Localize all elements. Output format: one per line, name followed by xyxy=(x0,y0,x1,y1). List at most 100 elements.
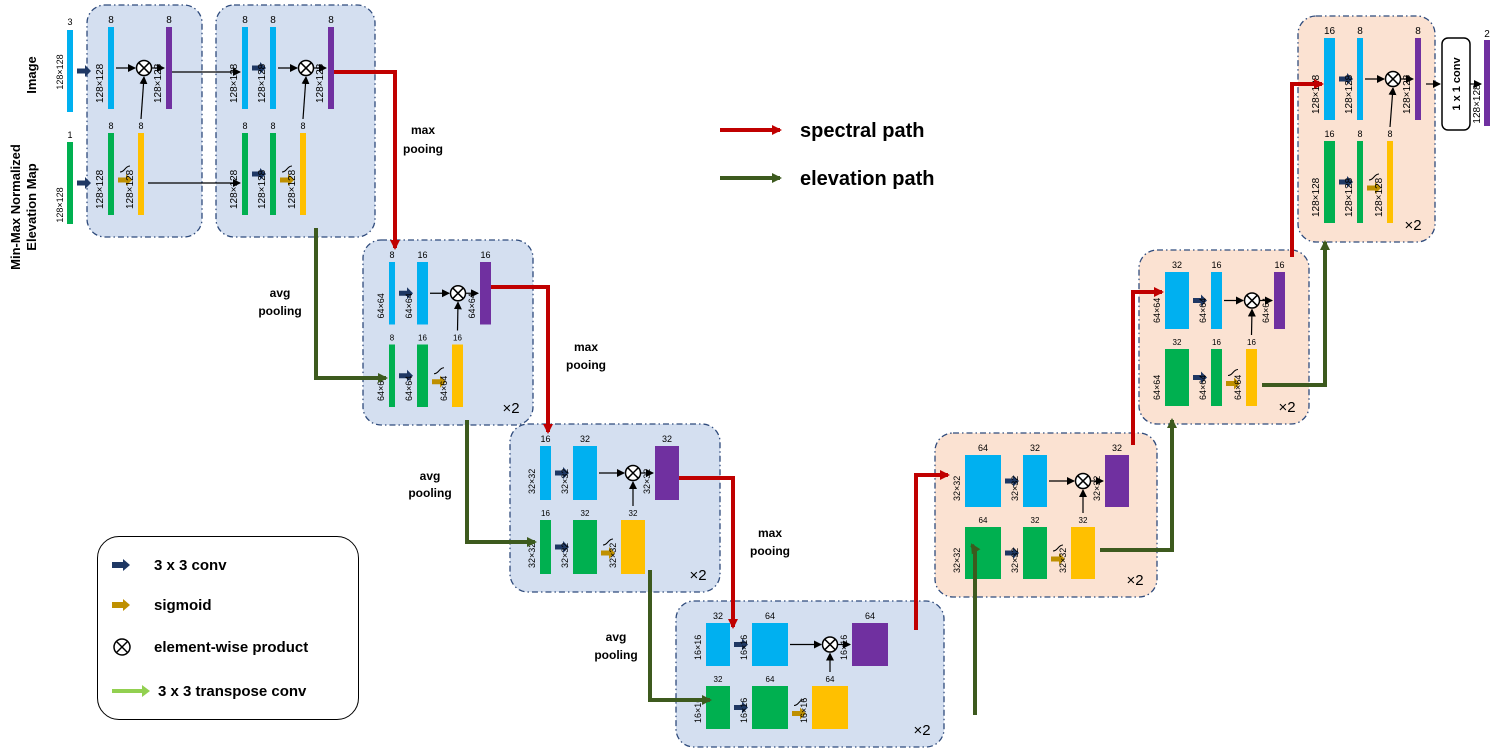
output-channels: 8 xyxy=(328,15,334,26)
image-in-bar xyxy=(1165,272,1189,329)
product-icon xyxy=(1243,292,1261,309)
paths-layer xyxy=(148,68,1330,715)
product-icon-line-b xyxy=(1077,475,1089,487)
blocks-layer: 3128×1281128×1288128×1288128×1288128×128… xyxy=(55,4,1436,748)
max-pooling-label-1b: pooing xyxy=(403,142,443,156)
product-icon xyxy=(449,285,467,302)
sigmoid-bar xyxy=(1387,141,1393,223)
image-conv-arrow xyxy=(1193,294,1207,307)
legend-sigmoid-label: sigmoid xyxy=(154,596,212,614)
output-channels: 32 xyxy=(662,434,672,444)
sigmoid-curve-icon xyxy=(281,165,293,173)
sigmoid-channels: 8 xyxy=(300,121,305,131)
output-size: 128×128 xyxy=(1402,74,1413,114)
image-in-size: 32×32 xyxy=(527,469,537,494)
legend-conv-label: 3 x 3 conv xyxy=(154,556,227,574)
spectral-path-4 xyxy=(914,470,950,630)
elevation-path-4 xyxy=(970,543,981,715)
elev-in-channels: 8 xyxy=(390,334,395,343)
sigmoid-channels: 64 xyxy=(826,675,835,684)
elev-feature-size: 128×128 xyxy=(257,169,268,209)
block-bg xyxy=(86,4,203,238)
elev-feature-channels: 32 xyxy=(581,509,590,518)
image-feature-bar xyxy=(417,262,428,325)
repeat-label: ×2 xyxy=(502,400,519,417)
elev-feature-channels: 64 xyxy=(766,675,775,684)
image-feature-bar xyxy=(1357,38,1363,120)
image-feature-size: 64×64 xyxy=(404,293,414,318)
sigmoid-size: 64×64 xyxy=(1233,375,1243,400)
image-in-bar xyxy=(540,446,551,500)
image-in-size: 128×128 xyxy=(1311,74,1322,114)
image-feature-channels: 64 xyxy=(765,611,775,621)
elev-feature-bar xyxy=(1357,141,1363,223)
sigmoid-arrow xyxy=(280,174,294,186)
block-b2: 864×641664×64864×641664×641664×641664×64… xyxy=(362,239,534,426)
output-channels: 2 xyxy=(1484,29,1490,40)
elev-feature-size: 64×64 xyxy=(404,376,414,401)
input-image-conv-arrow xyxy=(77,65,91,77)
elev-feature-bar xyxy=(417,344,428,407)
gate-arrow xyxy=(1388,87,1397,128)
input-image-bar xyxy=(67,30,73,112)
image-feature-bar xyxy=(108,27,114,109)
sigmoid-arrow xyxy=(1226,377,1240,390)
sigmoid-size: 32×32 xyxy=(1058,548,1068,573)
elevation-input-label-2: Elevation Map xyxy=(24,163,39,250)
input-image-channels: 3 xyxy=(67,17,72,27)
sigmoid-channels: 32 xyxy=(1079,516,1088,525)
final-conv-label: 1 x 1 conv xyxy=(1451,57,1463,111)
image-feature-bar xyxy=(573,446,597,500)
spectral-path-legend-label: spectral path xyxy=(800,120,924,142)
output-bar xyxy=(1274,272,1285,329)
sigmoid-curve-icon xyxy=(602,538,614,546)
input-elev-conv-arrow xyxy=(77,177,91,189)
output-bar xyxy=(1415,38,1421,120)
image-in-size: 32×32 xyxy=(952,476,962,501)
elev-feature-size: 32×32 xyxy=(560,543,570,568)
image-feature-bar xyxy=(270,27,276,109)
sigmoid-bar xyxy=(452,344,463,407)
sigmoid-curve-icon xyxy=(433,367,445,375)
elev-in-channels: 16 xyxy=(541,509,550,518)
legend-row-product: element-wise product xyxy=(112,635,308,659)
elev-conv-arrow xyxy=(1339,176,1353,188)
elev-feature-size: 16×16 xyxy=(739,698,749,723)
block-b3: 1632×323232×321632×323232×323232×323232×… xyxy=(509,423,721,593)
product-icon-line-b xyxy=(452,287,464,300)
sigmoid-bar xyxy=(1071,527,1095,579)
image-conv-arrow xyxy=(555,467,569,479)
elev-in-size: 128×128 xyxy=(1311,177,1322,217)
image-in-size: 16×16 xyxy=(693,635,703,660)
output-channels: 8 xyxy=(1415,26,1421,37)
output-size: 32×32 xyxy=(1092,476,1102,501)
output-bar xyxy=(1105,455,1129,507)
image-in-channels: 32 xyxy=(1172,260,1182,270)
legend-row-sigmoid: sigmoid xyxy=(112,593,212,617)
elev-feature-channels: 8 xyxy=(270,121,275,131)
spectral-path-5 xyxy=(1131,287,1164,445)
image-feature-bar xyxy=(752,623,788,666)
repeat-label: ×2 xyxy=(1404,217,1421,234)
elev-feature-size: 128×128 xyxy=(1344,177,1355,217)
image-feature-channels: 32 xyxy=(580,434,590,444)
block-b0: 3128×1281128×1288128×1288128×1288128×128… xyxy=(55,4,203,238)
elev-in-channels: 16 xyxy=(1324,129,1334,139)
elev-feature-bar xyxy=(1211,349,1222,406)
elev-feature-channels: 8 xyxy=(1357,129,1362,139)
sigmoid-curve-icon xyxy=(1052,544,1064,552)
sigmoid-bar xyxy=(621,520,645,574)
elev-feature-size: 64×64 xyxy=(1198,375,1208,400)
input-image-size: 128×128 xyxy=(55,54,65,89)
sigmoid-curve-icon xyxy=(1368,173,1380,181)
output-size: 128×128 xyxy=(315,63,326,103)
product-icon xyxy=(1384,70,1402,88)
spectral-path-6 xyxy=(1290,79,1324,257)
sigmoid-arrow-icon xyxy=(112,599,130,611)
output-size: 128×128 xyxy=(1472,84,1483,124)
elevation-path-6 xyxy=(1262,240,1330,387)
elev-feature-channels: 16 xyxy=(418,334,427,343)
elevation-path-5 xyxy=(1100,418,1177,552)
sigmoid-bar xyxy=(1246,349,1257,406)
